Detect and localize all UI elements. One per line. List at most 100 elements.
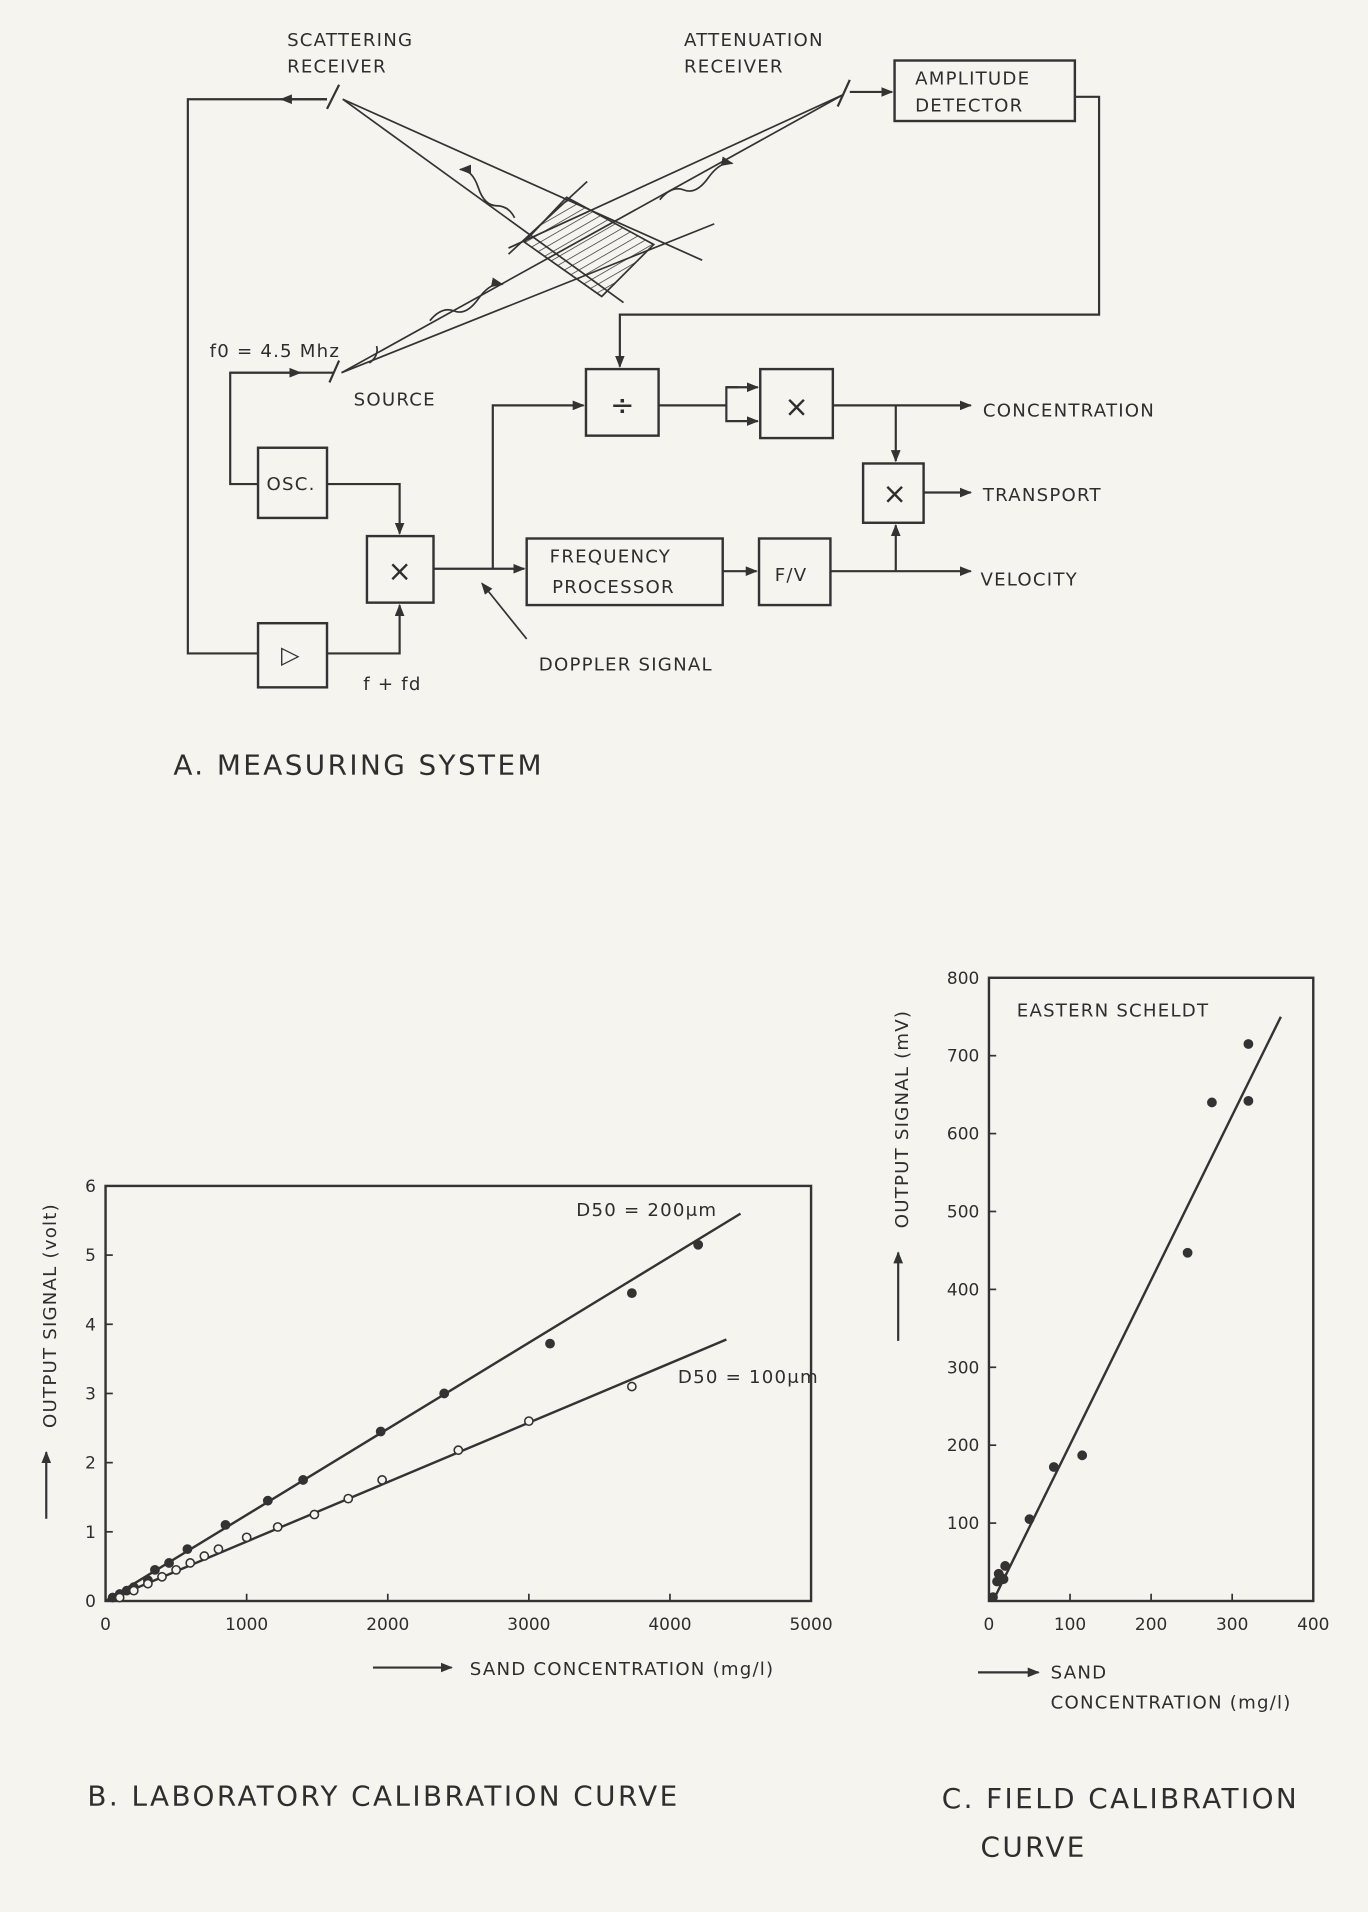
multiply-icon: × bbox=[882, 476, 906, 510]
scattering-receiver-label: SCATTERING bbox=[287, 30, 413, 51]
transducer-icon bbox=[328, 360, 341, 383]
concentration-output-label: CONCENTRATION bbox=[983, 400, 1155, 421]
x-tick-label: 200 bbox=[1135, 1614, 1167, 1634]
acoustic-beams bbox=[326, 79, 851, 383]
y-tick-label: 200 bbox=[947, 1435, 979, 1455]
y-tick-label: 600 bbox=[947, 1124, 979, 1144]
frequency-processor-block: FREQUENCY PROCESSOR bbox=[525, 537, 724, 607]
data-point bbox=[171, 1564, 182, 1575]
fit-line bbox=[105, 1338, 727, 1603]
y-tick-label: 4 bbox=[85, 1314, 96, 1334]
data-point bbox=[199, 1551, 210, 1561]
y-tick-label: 5 bbox=[85, 1245, 96, 1265]
data-point bbox=[545, 1338, 555, 1349]
multiply-icon: × bbox=[388, 554, 412, 588]
series-label-100um: D50 = 100μm bbox=[678, 1367, 819, 1388]
y-tick-label: 0 bbox=[85, 1591, 96, 1611]
measuring-volume-hatch bbox=[522, 196, 656, 298]
caption-a: A. MEASURING SYSTEM bbox=[173, 748, 544, 781]
caption-b: B. LABORATORY CALIBRATION CURVE bbox=[87, 1780, 679, 1813]
fv-label: F/V bbox=[775, 565, 808, 586]
data-point bbox=[1000, 1561, 1011, 1571]
data-point bbox=[375, 1426, 386, 1437]
data-point bbox=[439, 1388, 450, 1399]
fv-converter-block: F/V bbox=[757, 537, 832, 607]
amplitude-detector-block: AMPLITUDE DETECTOR bbox=[893, 59, 1077, 123]
signal-lines bbox=[186, 87, 1101, 655]
x-tick-label: 100 bbox=[1054, 1614, 1086, 1634]
data-point bbox=[377, 1475, 388, 1485]
x-axis-label: SAND CONCENTRATION (mg/l) bbox=[470, 1659, 775, 1680]
series-label-200um: D50 = 200μm bbox=[576, 1200, 717, 1221]
y-tick-label: 300 bbox=[947, 1357, 979, 1377]
data-point bbox=[114, 1592, 125, 1603]
data-point bbox=[1077, 1450, 1088, 1461]
wave-arrow-icon bbox=[458, 164, 516, 219]
data-point bbox=[157, 1571, 167, 1582]
amplitude-detector-label: AMPLITUDE bbox=[915, 69, 1030, 90]
data-point bbox=[626, 1381, 637, 1392]
plot-frame bbox=[987, 976, 1315, 1603]
transducer-icon bbox=[836, 79, 851, 107]
data-point bbox=[241, 1532, 252, 1543]
caption-c-line1: C. FIELD CALIBRATION bbox=[942, 1782, 1299, 1815]
measuring-system-diagram: SCATTERING RECEIVER ATTENUATION RECEIVER bbox=[173, 30, 1155, 781]
x-tick-label: 2000 bbox=[366, 1614, 409, 1634]
transport-output-label: TRANSPORT bbox=[982, 485, 1102, 506]
caption-c-line2: CURVE bbox=[980, 1830, 1086, 1863]
x-tick-label: 0 bbox=[100, 1614, 111, 1634]
x-tick-label: 3000 bbox=[507, 1614, 550, 1634]
data-point bbox=[298, 1475, 309, 1485]
y-axis-label: OUTPUT SIGNAL (volt) bbox=[40, 1203, 61, 1428]
x-tick-label: 300 bbox=[1216, 1614, 1248, 1634]
data-point bbox=[182, 1544, 193, 1555]
data-point bbox=[142, 1578, 153, 1589]
divide-icon: ÷ bbox=[610, 388, 634, 422]
y-axis-label: OUTPUT SIGNAL (mV) bbox=[892, 1010, 913, 1229]
fit-line bbox=[104, 1212, 742, 1603]
y-tick-label: 100 bbox=[947, 1513, 979, 1533]
squarer-block: × bbox=[759, 367, 835, 440]
source-frequency-label: f0 = 4.5 Mhz bbox=[210, 341, 340, 362]
data-point bbox=[343, 1493, 354, 1504]
data-point bbox=[453, 1445, 464, 1456]
data-point bbox=[626, 1288, 637, 1299]
y-tick-label: 500 bbox=[947, 1202, 979, 1222]
amplifier-icon: ▷ bbox=[281, 641, 300, 669]
data-point bbox=[128, 1585, 139, 1596]
attenuation-receiver-label-2: RECEIVER bbox=[684, 57, 784, 78]
data-point bbox=[693, 1239, 704, 1250]
data-point bbox=[1024, 1514, 1035, 1525]
data-point bbox=[164, 1558, 174, 1568]
data-point bbox=[1182, 1247, 1193, 1258]
x-tick-label: 4000 bbox=[648, 1614, 691, 1634]
divider-block: ÷ bbox=[584, 367, 660, 437]
data-point bbox=[1048, 1462, 1059, 1472]
x-tick-label: 1000 bbox=[225, 1614, 268, 1634]
y-tick-label: 6 bbox=[85, 1176, 96, 1196]
mixer-block: × bbox=[365, 534, 435, 604]
y-tick-label: 1 bbox=[85, 1522, 96, 1542]
data-point bbox=[1243, 1095, 1254, 1106]
wave-arrow-icon bbox=[659, 156, 734, 201]
data-point bbox=[262, 1495, 273, 1506]
frequency-processor-label: FREQUENCY bbox=[550, 547, 671, 568]
transport-multiplier-block: × bbox=[861, 462, 925, 524]
data-point bbox=[523, 1416, 534, 1427]
data-point bbox=[309, 1509, 320, 1520]
plot-frame bbox=[104, 1184, 813, 1603]
x-tick-label: 5000 bbox=[790, 1614, 833, 1634]
x-axis-label-line1: SAND bbox=[1051, 1662, 1108, 1683]
frequency-processor-label-2: PROCESSOR bbox=[552, 577, 675, 598]
doppler-frequency-label: f + fd bbox=[363, 674, 421, 695]
data-point bbox=[272, 1522, 283, 1532]
source-label: SOURCE bbox=[354, 389, 436, 410]
data-point bbox=[1243, 1039, 1254, 1049]
amplitude-detector-label-2: DETECTOR bbox=[915, 95, 1023, 116]
y-tick-label: 400 bbox=[947, 1279, 979, 1299]
transducer-icon bbox=[326, 84, 341, 110]
oscillator-label: OSC. bbox=[267, 474, 316, 495]
